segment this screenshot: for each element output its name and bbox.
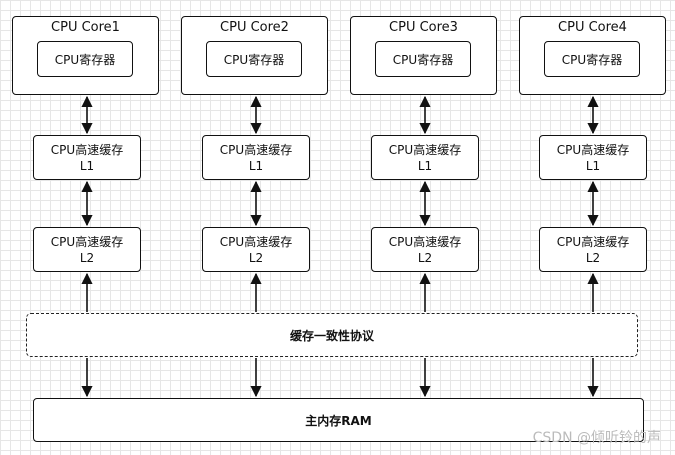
cache-l2-level: L2: [79, 250, 95, 265]
cpu-core-2-register: CPU寄存器: [206, 41, 302, 77]
cache-l1-name: CPU高速缓存: [219, 142, 293, 157]
cache-l2-name: CPU高速缓存: [50, 234, 124, 249]
cpu-core-4-cache-l2: CPU高速缓存 L2: [539, 227, 647, 272]
cache-l2-level: L2: [585, 250, 601, 265]
cpu-core-3-cache-l1: CPU高速缓存 L1: [371, 135, 479, 180]
cpu-core-1-register: CPU寄存器: [37, 41, 133, 77]
cpu-core-3-register: CPU寄存器: [375, 41, 471, 77]
cpu-core-1-cache-l1: CPU高速缓存 L1: [33, 135, 141, 180]
watermark: CSDN @倾听铃的声: [532, 430, 661, 446]
cpu-core-1-cache-l2: CPU高速缓存 L2: [33, 227, 141, 272]
cpu-core-4-cache-l1: CPU高速缓存 L1: [539, 135, 647, 180]
cpu-core-2-cache-l2: CPU高速缓存 L2: [202, 227, 310, 272]
main-memory-ram: 主内存RAM: [33, 398, 644, 442]
cpu-core-4-title: CPU Core4: [558, 20, 627, 35]
cache-l1-level: L1: [248, 158, 264, 173]
cache-l2-name: CPU高速缓存: [556, 234, 630, 249]
cpu-core-4-register: CPU寄存器: [544, 41, 640, 77]
cache-l2-name: CPU高速缓存: [388, 234, 462, 249]
cache-l1-name: CPU高速缓存: [556, 142, 630, 157]
cpu-core-3: CPU Core3 CPU寄存器: [350, 16, 497, 95]
cache-l2-name: CPU高速缓存: [219, 234, 293, 249]
cpu-core-3-title: CPU Core3: [389, 20, 458, 35]
cache-l1-name: CPU高速缓存: [50, 142, 124, 157]
cache-l1-level: L1: [585, 158, 601, 173]
cache-l1-level: L1: [79, 158, 95, 173]
cpu-core-2-title: CPU Core2: [220, 20, 289, 35]
cpu-core-1-title: CPU Core1: [51, 20, 120, 35]
cache-l1-name: CPU高速缓存: [388, 142, 462, 157]
cache-coherence-protocol: 缓存一致性协议: [26, 313, 638, 357]
cpu-core-1: CPU Core1 CPU寄存器: [12, 16, 159, 95]
cache-l2-level: L2: [248, 250, 264, 265]
cpu-core-2: CPU Core2 CPU寄存器: [181, 16, 328, 95]
cpu-core-2-cache-l1: CPU高速缓存 L1: [202, 135, 310, 180]
cache-l2-level: L2: [417, 250, 433, 265]
cache-l1-level: L1: [417, 158, 433, 173]
cpu-core-3-cache-l2: CPU高速缓存 L2: [371, 227, 479, 272]
cpu-core-4: CPU Core4 CPU寄存器: [519, 16, 666, 95]
